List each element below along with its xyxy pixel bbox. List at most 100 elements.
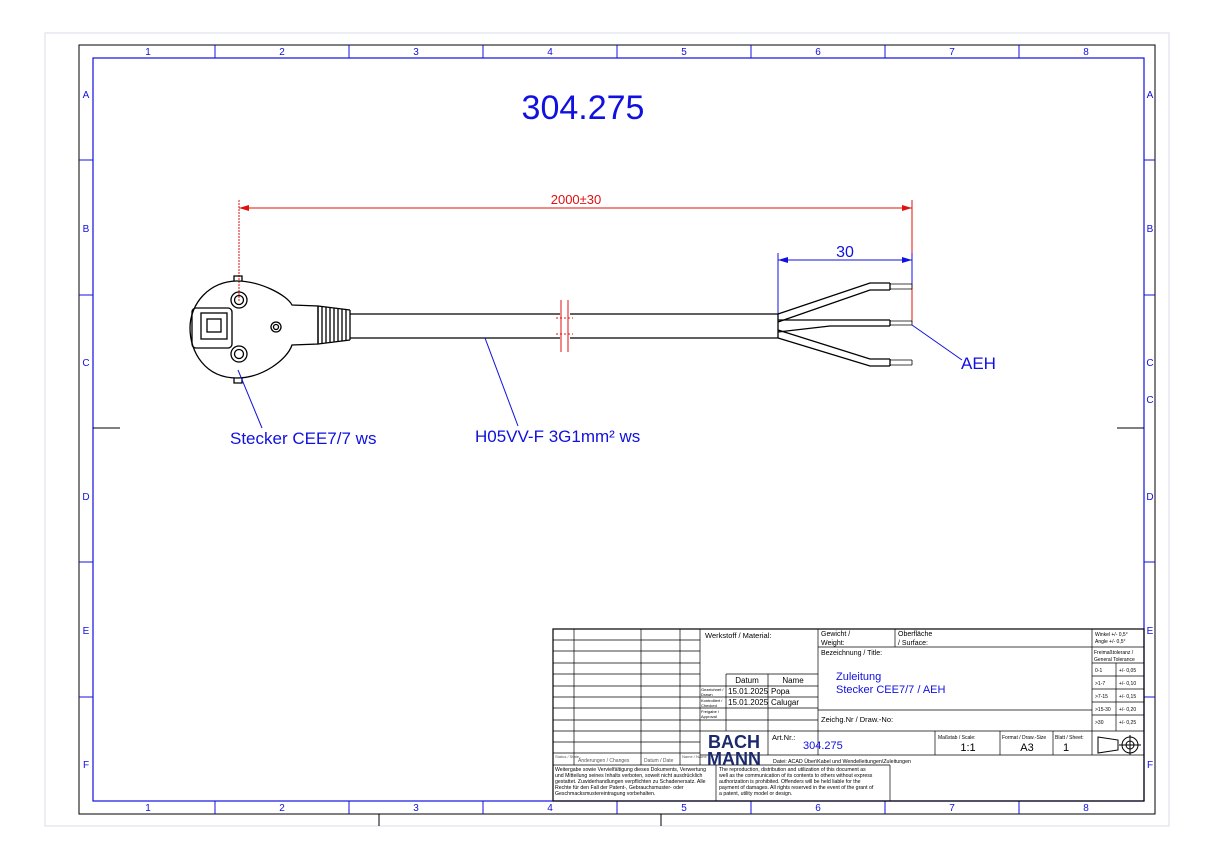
row-label-right: F xyxy=(1147,760,1153,771)
col-label-bottom: 1 xyxy=(145,803,151,814)
row-ticks xyxy=(79,159,1155,698)
tolerance-value: +/- 0,05 xyxy=(1119,668,1136,674)
notice-line: well as the communication of its content… xyxy=(719,773,873,779)
weight-label-en: Weight: xyxy=(821,640,845,647)
angle-tolerance-label: Winkel +/- 0,5° xyxy=(1095,632,1128,638)
approved-label: Freigabe / xyxy=(701,709,720,714)
wire-ends-drawing xyxy=(777,282,913,367)
drawing-number-label: Zeichg.Nr / Draw.-No: xyxy=(821,715,893,724)
format-value: A3 xyxy=(1020,742,1033,754)
col-label-bottom: 2 xyxy=(279,803,285,814)
tolerance-range: >7-15 xyxy=(1095,694,1108,700)
notice-line: Weitergabe sowie Vervielfältigung dieses… xyxy=(555,767,706,773)
drawn-label: Gezeichnet / xyxy=(701,687,724,692)
tolerance-value: +/- 0,20 xyxy=(1119,707,1136,713)
row-label-left: F xyxy=(83,760,89,771)
approved-label-en: Approval xyxy=(701,714,717,719)
row-labels: A B C D E F A B C C D E F xyxy=(82,90,1153,771)
row-label-left: E xyxy=(83,626,90,637)
copyright-notice-de: Weitergabe sowie Vervielfältigung dieses… xyxy=(555,767,706,797)
col-label-top: 7 xyxy=(949,47,955,58)
row-label-right: E xyxy=(1147,626,1154,637)
length-dimension-label: 2000±30 xyxy=(551,192,602,207)
row-label-left: B xyxy=(83,224,90,235)
drawing-title-line1: Zuleitung xyxy=(836,671,881,683)
drawing-title-line2: Stecker CEE7/7 / AEH xyxy=(836,684,945,696)
row-label-right: B xyxy=(1147,224,1154,235)
projection-symbol-icon xyxy=(1097,735,1141,755)
tolerance-table: 0-1 +/- 0,05 >1-7 +/- 0,10 >7-15 +/- 0,1… xyxy=(1095,668,1136,726)
row-label-left: D xyxy=(82,492,89,503)
weight-label: Gewicht / xyxy=(821,631,850,638)
general-tolerance-label-en: General Tolerance xyxy=(1094,657,1135,663)
notice-line: und Mitteilung seines Inhalts verboten, … xyxy=(555,773,702,779)
surface-label-en: / Surface: xyxy=(898,640,928,647)
company-logo-line2: MANN xyxy=(707,749,761,769)
tolerance-range: 0-1 xyxy=(1095,668,1102,674)
notice-line: Rechte für den Fall der Patent-, Gebrauc… xyxy=(555,785,684,791)
status-header: Status / State xyxy=(555,754,580,759)
column-labels: 1 2 3 4 5 6 7 8 1 2 3 4 5 6 7 8 xyxy=(145,47,1089,814)
row-label-left: C xyxy=(82,358,89,369)
sheet-label: Blatt / Sheet: xyxy=(1055,735,1084,741)
notice-line: a patent, utility model or design. xyxy=(719,791,792,797)
scale-label: Maßstab / Scale: xyxy=(938,735,976,741)
cable-drawing xyxy=(350,313,779,339)
col-label-top: 1 xyxy=(145,47,151,58)
centre-marks xyxy=(93,427,1144,826)
leader-lines xyxy=(237,324,963,429)
strip-dimension: 30 xyxy=(777,244,913,322)
drawn-label-en: Drawn xyxy=(701,692,713,697)
page-edge xyxy=(44,32,1170,827)
sheet-value: 1 xyxy=(1063,742,1069,754)
file-path: Datei: ACAD Über\Kabel und Wendelleitung… xyxy=(773,758,911,765)
surface-label: Oberfläche xyxy=(898,631,932,638)
tolerance-range: >1-7 xyxy=(1095,681,1105,687)
cable-label: H05VV-F 3G1mm² ws xyxy=(475,427,640,446)
col-label-top: 6 xyxy=(815,47,821,58)
col-label-top: 4 xyxy=(547,47,553,58)
cable-break-symbol xyxy=(556,300,573,352)
col-label-bottom: 3 xyxy=(413,803,419,814)
checked-name: Calugar xyxy=(771,698,799,707)
checked-date: 15.01.2025 xyxy=(728,698,769,707)
notice-line: gestattet. Zuwiderhandlungen verpflichte… xyxy=(555,779,706,785)
article-number-label: Art.Nr.: xyxy=(772,733,795,742)
wire-end-label: AEH xyxy=(961,354,996,373)
col-label-bottom: 5 xyxy=(681,803,687,814)
notice-line: The reproduction, distribution and utili… xyxy=(719,767,866,773)
date-column-header: Datum xyxy=(735,676,759,685)
name-header: Name / Name xyxy=(682,754,707,759)
row-label-right: C xyxy=(1146,395,1153,406)
name-column-header: Name xyxy=(782,676,804,685)
drawn-name: Popa xyxy=(771,687,790,696)
col-label-top: 8 xyxy=(1083,47,1089,58)
checked-label-en: Checked xyxy=(701,703,717,708)
col-label-bottom: 7 xyxy=(949,803,955,814)
tolerance-range: >15-30 xyxy=(1095,707,1111,713)
plug-drawing xyxy=(189,275,351,384)
col-label-top: 3 xyxy=(413,47,419,58)
row-label-right: D xyxy=(1146,492,1153,503)
col-label-bottom: 6 xyxy=(815,803,821,814)
plug-label: Stecker CEE7/7 ws xyxy=(230,429,376,448)
date-header: Datum / Date xyxy=(644,758,674,764)
col-label-bottom: 8 xyxy=(1083,803,1089,814)
col-label-bottom: 4 xyxy=(547,803,553,814)
part-number-title: 304.275 xyxy=(522,89,645,127)
row-label-right: C xyxy=(1146,358,1153,369)
col-label-top: 5 xyxy=(681,47,687,58)
notice-line: payment of damages. All rights reserved … xyxy=(719,785,874,791)
tolerance-value: +/- 0,15 xyxy=(1119,694,1136,700)
copyright-notice-en: The reproduction, distribution and utili… xyxy=(719,767,874,797)
title-label: Bezeichnung / Title: xyxy=(821,650,882,657)
col-label-top: 2 xyxy=(279,47,285,58)
format-label: Format / Draw.-Size xyxy=(1002,735,1046,741)
tolerance-value: +/- 0,10 xyxy=(1119,681,1136,687)
scale-value: 1:1 xyxy=(960,742,975,754)
material-label: Werkstoff / Material: xyxy=(705,631,771,640)
tolerance-value: +/- 0,25 xyxy=(1119,720,1136,726)
row-label-left: A xyxy=(83,90,90,101)
company-logo-line1: BACH xyxy=(708,732,760,752)
